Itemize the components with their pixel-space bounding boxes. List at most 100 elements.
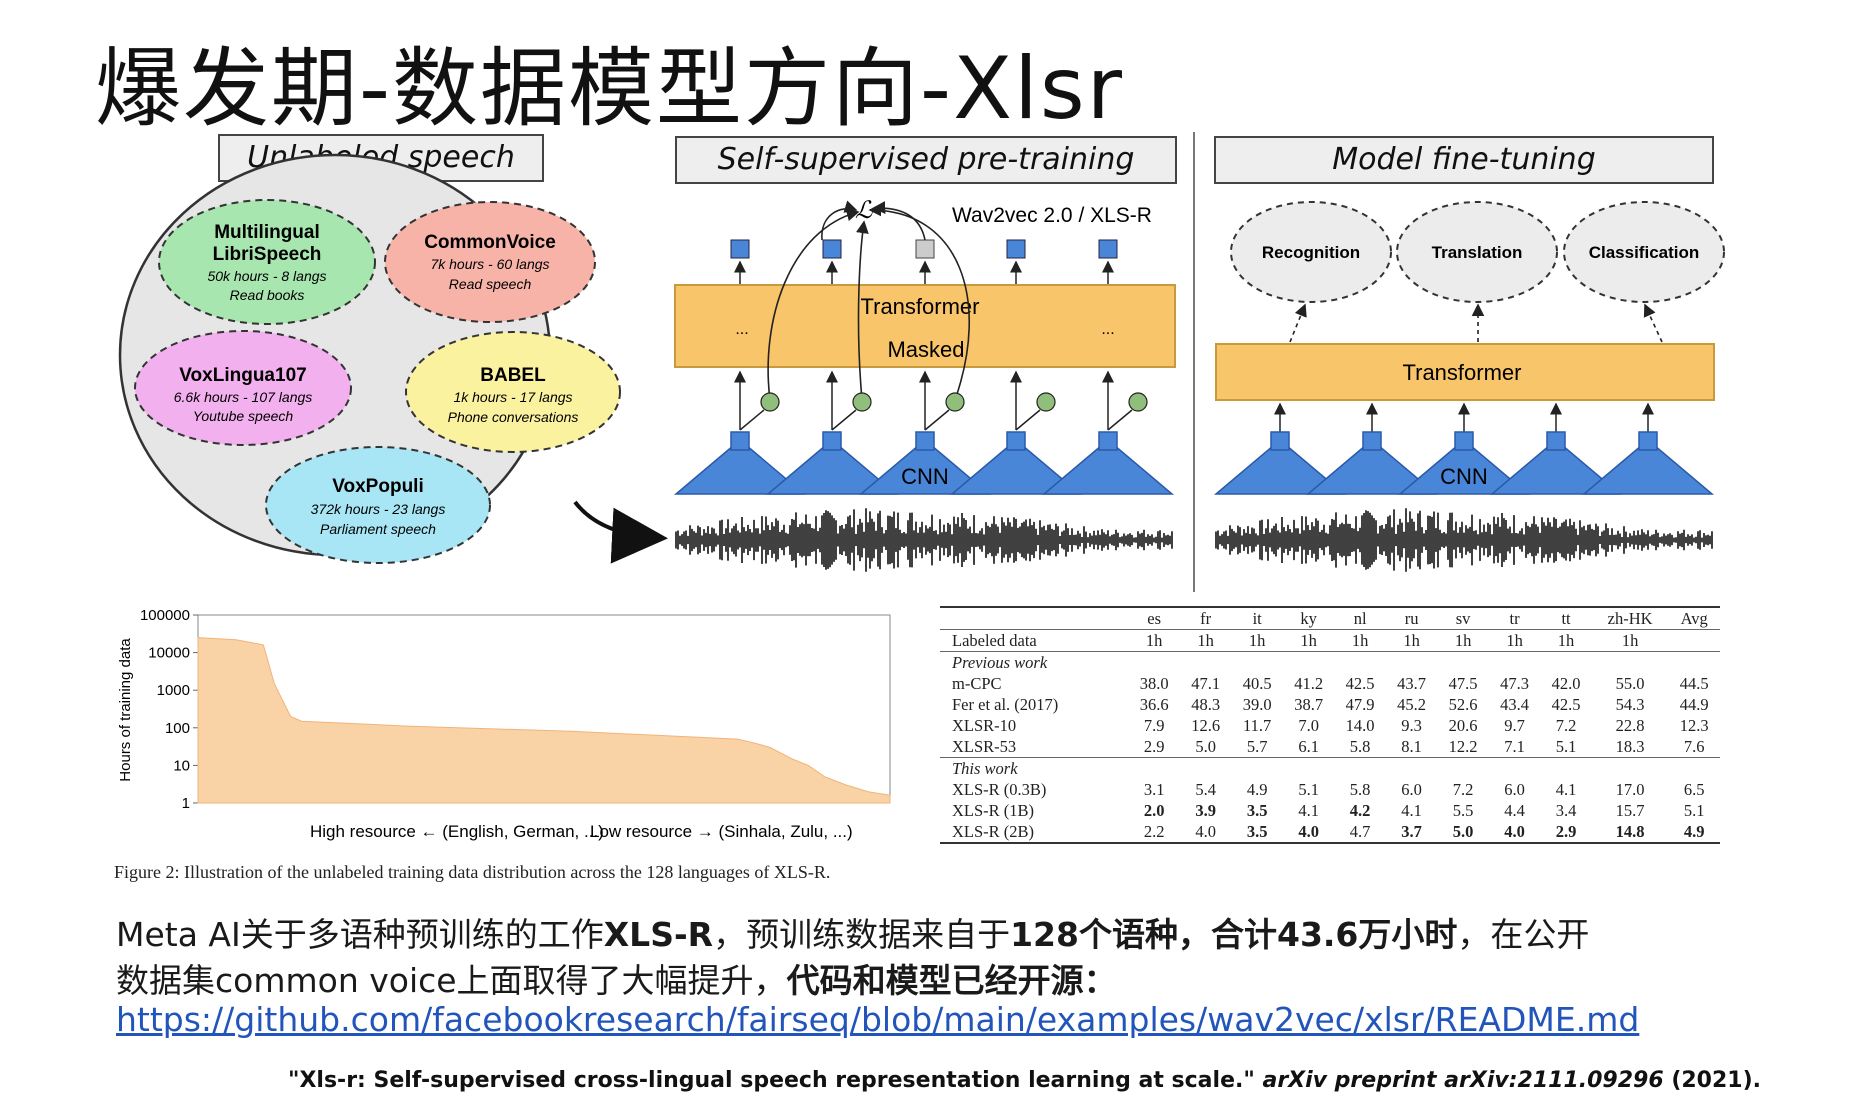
table-cell: 2.9 — [1540, 821, 1592, 844]
desc-text: Meta AI关于多语种预训练的工作 — [116, 915, 604, 954]
desc-text: ，在公开 — [1457, 915, 1590, 954]
section-label: Previous work — [940, 651, 1720, 673]
table-cell: 44.9 — [1679, 694, 1709, 714]
dataset-babel: BABEL 1k hours - 17 langs Phone conversa… — [405, 331, 621, 453]
table-cell: 1h — [1282, 629, 1335, 652]
dataset-desc: Parliament speech — [320, 521, 436, 537]
waveform-path — [675, 508, 1173, 572]
table-cell: 4.4 — [1504, 800, 1525, 820]
dataset-multilingual-librispeech: Multilingual LibriSpeech 50k hours - 8 l… — [158, 199, 376, 325]
table-cell: 5.1 — [1555, 736, 1577, 756]
table-cell: 9.7 — [1504, 715, 1525, 735]
task-translation: Translation — [1432, 243, 1523, 262]
table-cell: 3.5 — [1231, 821, 1283, 844]
figure-caption: Figure 2: Illustration of the unlabeled … — [114, 862, 831, 882]
table-cell: 1h — [1128, 629, 1180, 652]
y-tick-label: 1 — [182, 795, 190, 812]
table-cell: 5.8 — [1349, 779, 1371, 799]
table-cell: 15.7 — [1615, 800, 1645, 820]
table-cell: 4.0 — [1179, 821, 1232, 844]
table-cell: 4.9 — [1246, 779, 1268, 799]
waveform-path — [1215, 508, 1713, 572]
dataset-name: BABEL — [480, 365, 546, 386]
waveform-finetune — [1215, 508, 1713, 572]
table-cell: 3.5 — [1246, 800, 1268, 820]
table-cell: 39.0 — [1242, 694, 1272, 714]
github-link[interactable]: https://github.com/facebookresearch/fair… — [116, 1000, 1640, 1039]
section-row: Previous work — [940, 651, 1720, 673]
dataset-name: VoxLingua107 — [179, 365, 306, 386]
table-cell: 4.7 — [1334, 821, 1386, 844]
table-cell: 5.4 — [1195, 779, 1216, 799]
x-label-right: Low resource → (Sinhala, Zulu, ...) — [590, 822, 853, 841]
pretraining-label: Self-supervised pre-training — [675, 136, 1177, 184]
row-label: Labeled data — [940, 629, 1129, 652]
dataset-name-2: LibriSpeech — [213, 244, 322, 265]
pretrain-cnn — [673, 431, 1175, 495]
pretrain-transformer — [674, 284, 1176, 368]
table-cell: 1h — [1385, 629, 1438, 652]
table-cell: 4.1 — [1555, 779, 1577, 799]
table-cell: zh-HK — [1591, 606, 1669, 630]
table-cell: 5.0 — [1437, 821, 1489, 844]
table-cell: 2.0 — [1143, 800, 1165, 820]
model-name: Wav2vec 2.0 / XLS-R — [952, 204, 1152, 227]
dataset-commonvoice: CommonVoice 7k hours - 60 langs Read spe… — [384, 201, 596, 323]
distribution-area — [197, 637, 891, 804]
table-cell: 7.2 — [1555, 715, 1577, 735]
table-cell: 8.1 — [1401, 736, 1422, 756]
table-cell: 38.0 — [1139, 673, 1169, 693]
table-cell: 6.0 — [1504, 779, 1525, 799]
cnn-label: CNN — [901, 464, 949, 489]
table-cell: 1h — [1540, 629, 1592, 652]
transformer-label: Transformer — [861, 294, 980, 319]
table-cell: 12.2 — [1448, 736, 1478, 756]
table-cell: 1h — [1179, 629, 1232, 652]
section-row: This work — [940, 757, 1720, 779]
table-cell: 45.2 — [1397, 694, 1427, 714]
dataset-voxlingua107: VoxLingua107 6.6k hours - 107 langs Yout… — [134, 330, 352, 446]
desc-bold: 128个语种，合计43.6万小时 — [1010, 915, 1458, 954]
finetune-cnn — [1213, 431, 1715, 495]
dataset-desc: Read speech — [449, 276, 532, 292]
citation-year: (2021). — [1671, 1068, 1762, 1093]
dataset-desc: Read books — [230, 287, 305, 303]
desc-text: 数据集common voice上面取得了大幅提升， — [116, 961, 787, 1000]
task-classification: Classification — [1589, 243, 1700, 262]
table-cell: 36.6 — [1139, 694, 1169, 714]
table-cell: 5.1 — [1683, 800, 1705, 820]
row-label: XLSR-10 — [952, 715, 1017, 735]
table-cell: 47.9 — [1345, 694, 1375, 714]
desc-bold: 代码和模型已经开源： — [786, 961, 1117, 1000]
table-cell: 5.7 — [1246, 736, 1268, 756]
row-label: Fer et al. (2017) — [952, 694, 1059, 714]
citation-title: "Xls-r: Self-supervised cross-lingual sp… — [288, 1068, 1255, 1093]
dataset-name: VoxPopuli — [332, 476, 423, 497]
table-cell: fr — [1179, 606, 1232, 630]
page-title: 爆发期-数据模型方向-Xlsr — [95, 39, 1125, 139]
table-cell: 7.0 — [1298, 715, 1319, 735]
output-tokens — [730, 239, 1118, 259]
table-cell: 5.5 — [1452, 800, 1474, 820]
waveform-pretrain — [675, 508, 1173, 572]
y-tick-label: 10000 — [148, 645, 190, 662]
table-cell: 1h — [1488, 629, 1541, 652]
dataset-desc: Phone conversations — [448, 409, 579, 425]
citation-venue: arXiv preprint arXiv:2111.09296 — [1262, 1068, 1664, 1093]
task-recognition: Recognition — [1262, 243, 1360, 262]
desc-text: ，预训练数据来自于 — [713, 915, 1011, 954]
table-cell: 7.6 — [1683, 736, 1705, 756]
table-cell: 1h — [1437, 629, 1489, 652]
table-cell: 52.6 — [1448, 694, 1478, 714]
dataset-name: CommonVoice — [424, 232, 556, 253]
table-cell: 5.8 — [1349, 736, 1371, 756]
row-label: XLSR-53 — [952, 736, 1017, 756]
table-cell: 1h — [1334, 629, 1386, 652]
table-cell: 47.1 — [1191, 673, 1221, 693]
table-cell: 14.0 — [1345, 715, 1375, 735]
